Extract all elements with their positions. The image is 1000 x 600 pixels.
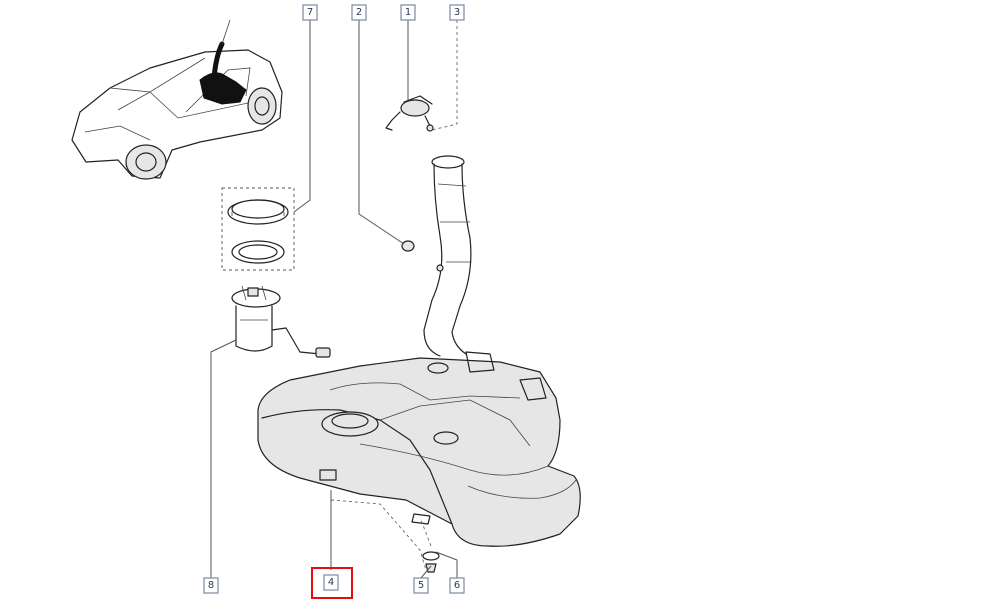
fuel-pump-module: [231, 285, 331, 358]
callout-5-label: 5: [418, 580, 424, 591]
callout-2-label: 2: [356, 7, 362, 18]
callout-8-label: 8: [208, 580, 214, 591]
callout-7[interactable]: 7: [302, 4, 318, 21]
filler-cap-sender: [385, 95, 434, 132]
callout-1[interactable]: 1: [400, 4, 416, 21]
callout-8[interactable]: 8: [203, 577, 219, 594]
callout-leader-lines: [210, 20, 458, 579]
callout-5[interactable]: 5: [413, 577, 429, 594]
callout-1-label: 1: [405, 7, 411, 18]
fuel-filler-neck-pipe: [423, 155, 472, 357]
grommet-part: [401, 240, 415, 252]
callout-4-highlight-frame: [311, 567, 353, 599]
car-location-illustration: [71, 19, 283, 180]
callout-6[interactable]: 6: [449, 577, 465, 594]
callout-4[interactable]: 4: [311, 567, 353, 599]
callout-4-label: 4: [328, 577, 334, 588]
pump-locking-ring-and-seal-group: [221, 187, 295, 271]
callout-6-label: 6: [454, 580, 460, 591]
callout-3[interactable]: 3: [449, 4, 465, 21]
tank-fastener-clip: [422, 551, 440, 573]
callout-7-label: 7: [307, 7, 313, 18]
fuel-tank: [257, 351, 581, 547]
fuel-system-location-mark: [199, 72, 247, 105]
callout-3-label: 3: [454, 7, 460, 18]
callout-2[interactable]: 2: [351, 4, 367, 21]
